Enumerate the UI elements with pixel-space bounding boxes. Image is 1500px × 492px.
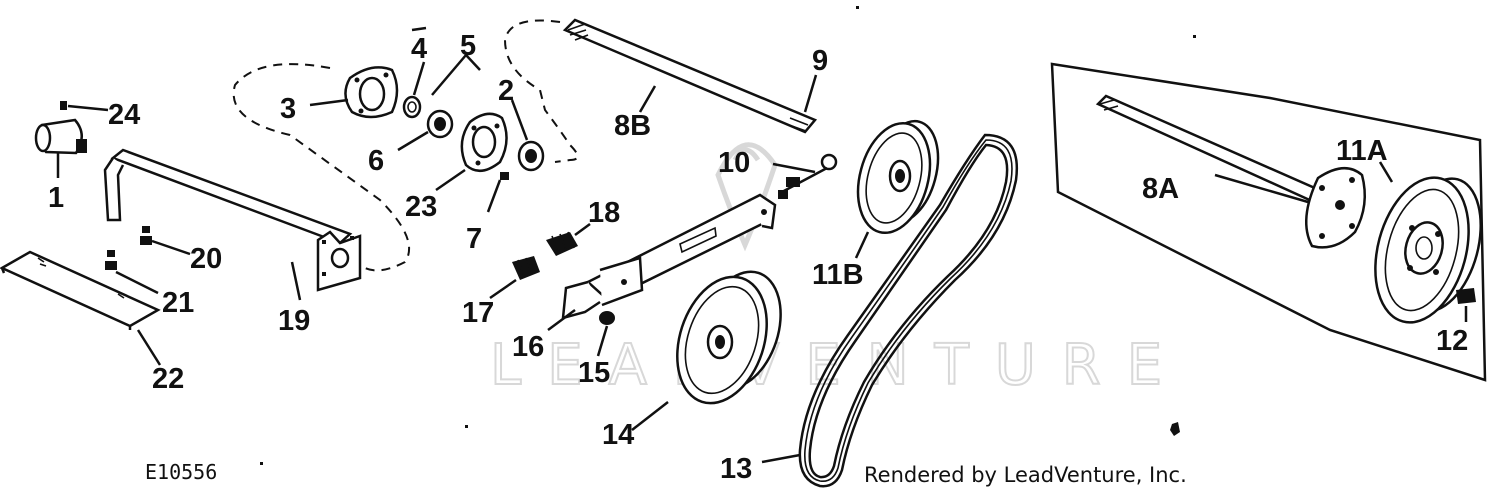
callout-21: 21 xyxy=(162,287,194,319)
callout-2: 2 xyxy=(498,75,514,107)
part-22-plate xyxy=(0,250,162,366)
callout-8b: 8B xyxy=(614,110,651,142)
part-11a-pulley xyxy=(1374,161,1482,324)
callout-15: 15 xyxy=(578,357,610,389)
stray-dot xyxy=(465,425,468,428)
part-6-bearing xyxy=(397,109,454,152)
stray-dot xyxy=(1193,35,1196,38)
callout-22: 22 xyxy=(152,363,184,395)
callout-16: 16 xyxy=(512,331,544,363)
part-11b-pulley xyxy=(854,119,940,259)
dashed-group-left xyxy=(232,63,410,272)
part-15-nut xyxy=(596,311,615,357)
callout-12: 12 xyxy=(1436,325,1468,357)
callout-23: 23 xyxy=(405,191,437,223)
callout-8a: 8A xyxy=(1142,173,1179,205)
part-8b-shaft xyxy=(562,18,818,134)
dashed-group-top xyxy=(503,19,579,163)
part-21-bolt xyxy=(105,250,159,295)
part-4-washer xyxy=(402,26,481,119)
stray-dot xyxy=(260,462,263,465)
part-24-pin xyxy=(60,101,109,112)
part-20-bolt xyxy=(140,226,191,256)
inset-panel xyxy=(1050,62,1487,382)
part-7-key xyxy=(486,172,509,213)
part-19-support-bar xyxy=(103,148,362,301)
callout-4: 4 xyxy=(411,33,427,65)
part-16-bracket xyxy=(547,193,777,332)
callout-20: 20 xyxy=(190,243,222,275)
part-8a-shaft xyxy=(1095,94,1344,214)
part-3-flange xyxy=(309,66,399,119)
part-14-idler-pulley xyxy=(631,270,782,431)
part-13-belt xyxy=(761,133,1019,488)
credit-text: Rendered by LeadVenture, Inc. xyxy=(864,463,1187,487)
figure-code: E10556 xyxy=(145,460,217,484)
callout-3: 3 xyxy=(280,93,296,125)
callout-11b: 11B xyxy=(812,259,864,291)
part-10-bolt xyxy=(772,153,838,199)
callout-19: 19 xyxy=(278,305,310,337)
part-2-bearing xyxy=(510,99,545,172)
callout-11a: 11A xyxy=(1336,135,1388,167)
part-1-tube xyxy=(34,118,87,178)
callout-9: 9 xyxy=(812,45,828,77)
callout-14: 14 xyxy=(602,419,634,451)
callout-24: 24 xyxy=(108,99,140,131)
callout-5: 5 xyxy=(460,30,476,62)
part-23-flange xyxy=(435,112,508,192)
callout-13: 13 xyxy=(720,453,752,485)
callout-1: 1 xyxy=(48,182,64,214)
stray-dot xyxy=(856,6,859,9)
part-8a-flange xyxy=(1305,167,1367,249)
part-12-bolt xyxy=(1456,288,1476,322)
callout-10: 10 xyxy=(718,147,750,179)
part-17-nut xyxy=(489,256,540,300)
part-9-marker xyxy=(803,74,818,113)
callout-18: 18 xyxy=(588,197,620,229)
callout-7: 7 xyxy=(466,223,482,255)
callout-6: 6 xyxy=(368,145,384,177)
callout-17: 17 xyxy=(462,297,494,329)
part-18-nut xyxy=(546,222,591,256)
stray-mark xyxy=(1170,422,1180,436)
